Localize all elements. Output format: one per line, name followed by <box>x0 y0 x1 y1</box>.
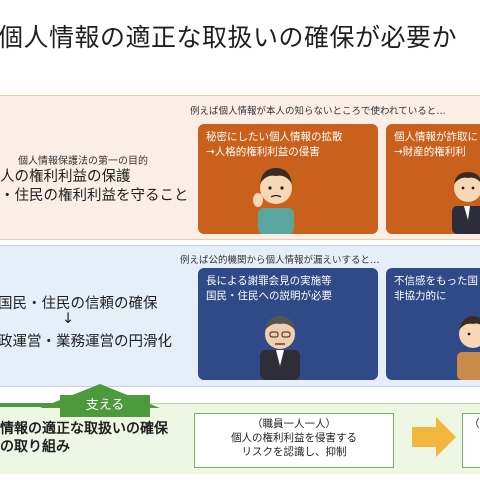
trust-line1: 国民・住民の信頼の確保 <box>0 296 158 312</box>
staff-box-line3: リスクを認識し、抑制 <box>241 446 347 458</box>
page-title: 個人情報の適正な取扱いの確保が必要か <box>0 18 480 68</box>
organization-effort-box: （組 <box>462 413 480 468</box>
organization-box-text: （組 <box>469 418 480 430</box>
purpose-line1: 人の権利利益の保護 <box>0 169 131 185</box>
worried-person-illustration <box>253 168 294 234</box>
right-arrow-icon <box>412 417 456 457</box>
effort-line1: 情報の適正な取扱いの確保 <box>0 421 168 437</box>
privacy-leak-card-line2: →人格的権利利益の侵害 <box>206 146 320 158</box>
staff-box-line1: （職員一人一人） <box>252 418 336 430</box>
purpose-line2: ・住民の権利利益を守ること <box>0 188 189 204</box>
bowing-official-illustration <box>260 316 300 380</box>
apology-card-line2: 国民・住民への説明が必要 <box>206 290 332 302</box>
staff-box-line2: 個人の権利利益を侵害する <box>231 432 357 444</box>
page-title-text: 個人情報の適正な取扱いの確保が必要か <box>0 23 458 52</box>
apology-card-line1: 長による謝罪会見の実施等 <box>206 275 332 287</box>
privacy-leak-card-line1: 秘密にしたい個人情報の拡散 <box>206 131 343 143</box>
effort-line2: の取り組み <box>0 439 70 455</box>
blue-note: 例えば公的機関から個人情報が漏えいすると… <box>180 255 380 266</box>
effort-text: 情報の適正な取扱いの確保 の取り組み <box>0 420 168 456</box>
distrust-card-line1: 不信感をもった国 <box>394 275 478 287</box>
distrust-card-line2: 非協力的に <box>394 290 447 302</box>
distrustful-citizen-illustration <box>457 316 480 380</box>
fraud-card-line1: 個人情報が詐取に <box>394 131 478 143</box>
trust-arrow: ↓ <box>62 311 75 327</box>
suited-man-illustration <box>452 172 480 234</box>
fraud-card-line2: →財産的権利利 <box>394 146 466 158</box>
support-label: 支える <box>60 395 150 417</box>
staff-effort-box: （職員一人一人） 個人の権利利益を侵害する リスクを認識し、抑制 <box>194 413 394 468</box>
purpose-label: 個人情報保護法の第一の目的 <box>18 156 148 167</box>
trust-line2: 政運営・業務運営の円滑化 <box>0 334 172 350</box>
orange-note: 例えば個人情報が本人の知らないところで使われていると… <box>190 106 446 117</box>
